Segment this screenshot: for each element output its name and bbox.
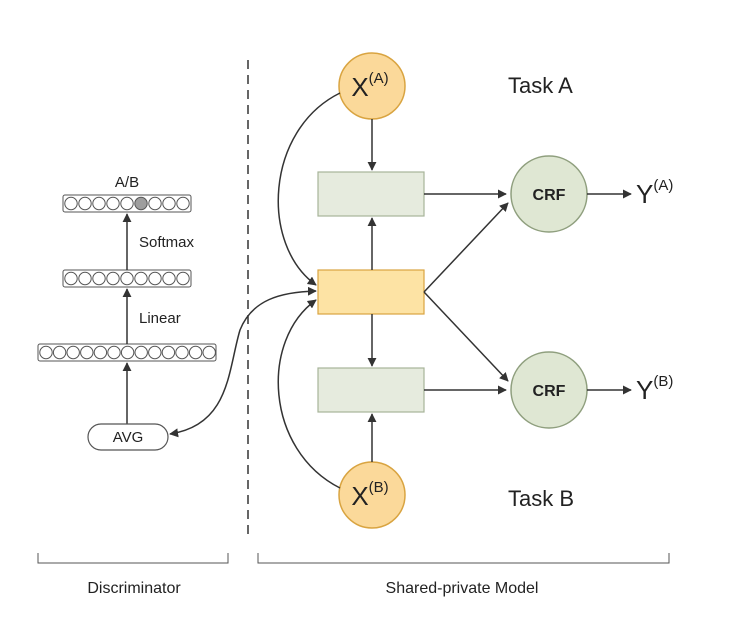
private-layer-a	[317, 171, 425, 217]
neuron	[66, 345, 80, 360]
neuron	[148, 271, 162, 286]
softmax-label: Softmax	[139, 234, 195, 251]
model-bracket	[257, 553, 670, 564]
neuron	[78, 271, 92, 286]
shared-layer	[317, 269, 425, 315]
arrow-shared-to-crf-a	[423, 202, 509, 293]
neuron	[120, 345, 135, 360]
crf-b-label: CRF	[533, 383, 566, 400]
discriminator-bracket	[37, 553, 229, 564]
neuron	[161, 345, 176, 360]
neuron	[39, 345, 53, 360]
private-layer-b	[317, 367, 425, 413]
neuron	[106, 196, 120, 211]
neuron	[188, 345, 203, 360]
model-section-label: Shared-private Model	[386, 580, 539, 597]
neuron	[106, 271, 120, 286]
neuron	[134, 345, 148, 360]
neuron	[176, 271, 190, 286]
output-b-symbol: Y(B)	[636, 373, 673, 405]
neuron	[176, 196, 190, 211]
neuron	[78, 196, 92, 211]
avg-label: AVG	[113, 429, 144, 446]
linear-label: Linear	[139, 310, 181, 327]
arrow-shared-avg-link	[169, 286, 317, 438]
neuron	[64, 271, 78, 286]
linear-output-layer	[62, 269, 192, 288]
neuron	[52, 345, 67, 360]
input-a-symbol: X(A)	[351, 70, 388, 102]
task-b-label: Task B	[508, 486, 574, 511]
neuron	[148, 196, 162, 211]
neuron	[92, 196, 106, 211]
neuron	[93, 345, 108, 360]
neuron	[120, 271, 134, 286]
arrow-shared-to-crf-b	[423, 291, 509, 382]
neuron	[107, 345, 121, 360]
active-neuron	[134, 196, 148, 211]
neuron	[92, 271, 106, 286]
neuron	[202, 345, 216, 360]
neuron	[64, 196, 78, 211]
softmax-output-layer	[62, 194, 192, 213]
output-a-symbol: Y(A)	[636, 177, 673, 209]
neuron	[148, 345, 162, 360]
neuron	[134, 271, 148, 286]
crf-a-label: CRF	[533, 187, 566, 204]
neuron	[162, 196, 176, 211]
pooled-feature-layer	[37, 343, 217, 362]
neuron	[120, 196, 134, 211]
neuron	[80, 345, 94, 360]
input-b-symbol: X(B)	[351, 479, 388, 511]
arrow-input-a-to-shared	[277, 92, 341, 286]
discriminator-section-label: Discriminator	[87, 580, 181, 597]
output-class-label: A/B	[115, 174, 139, 191]
neuron	[162, 271, 176, 286]
avg-pooling-node	[87, 423, 169, 451]
task-a-label: Task A	[508, 73, 573, 98]
neuron	[175, 345, 189, 360]
